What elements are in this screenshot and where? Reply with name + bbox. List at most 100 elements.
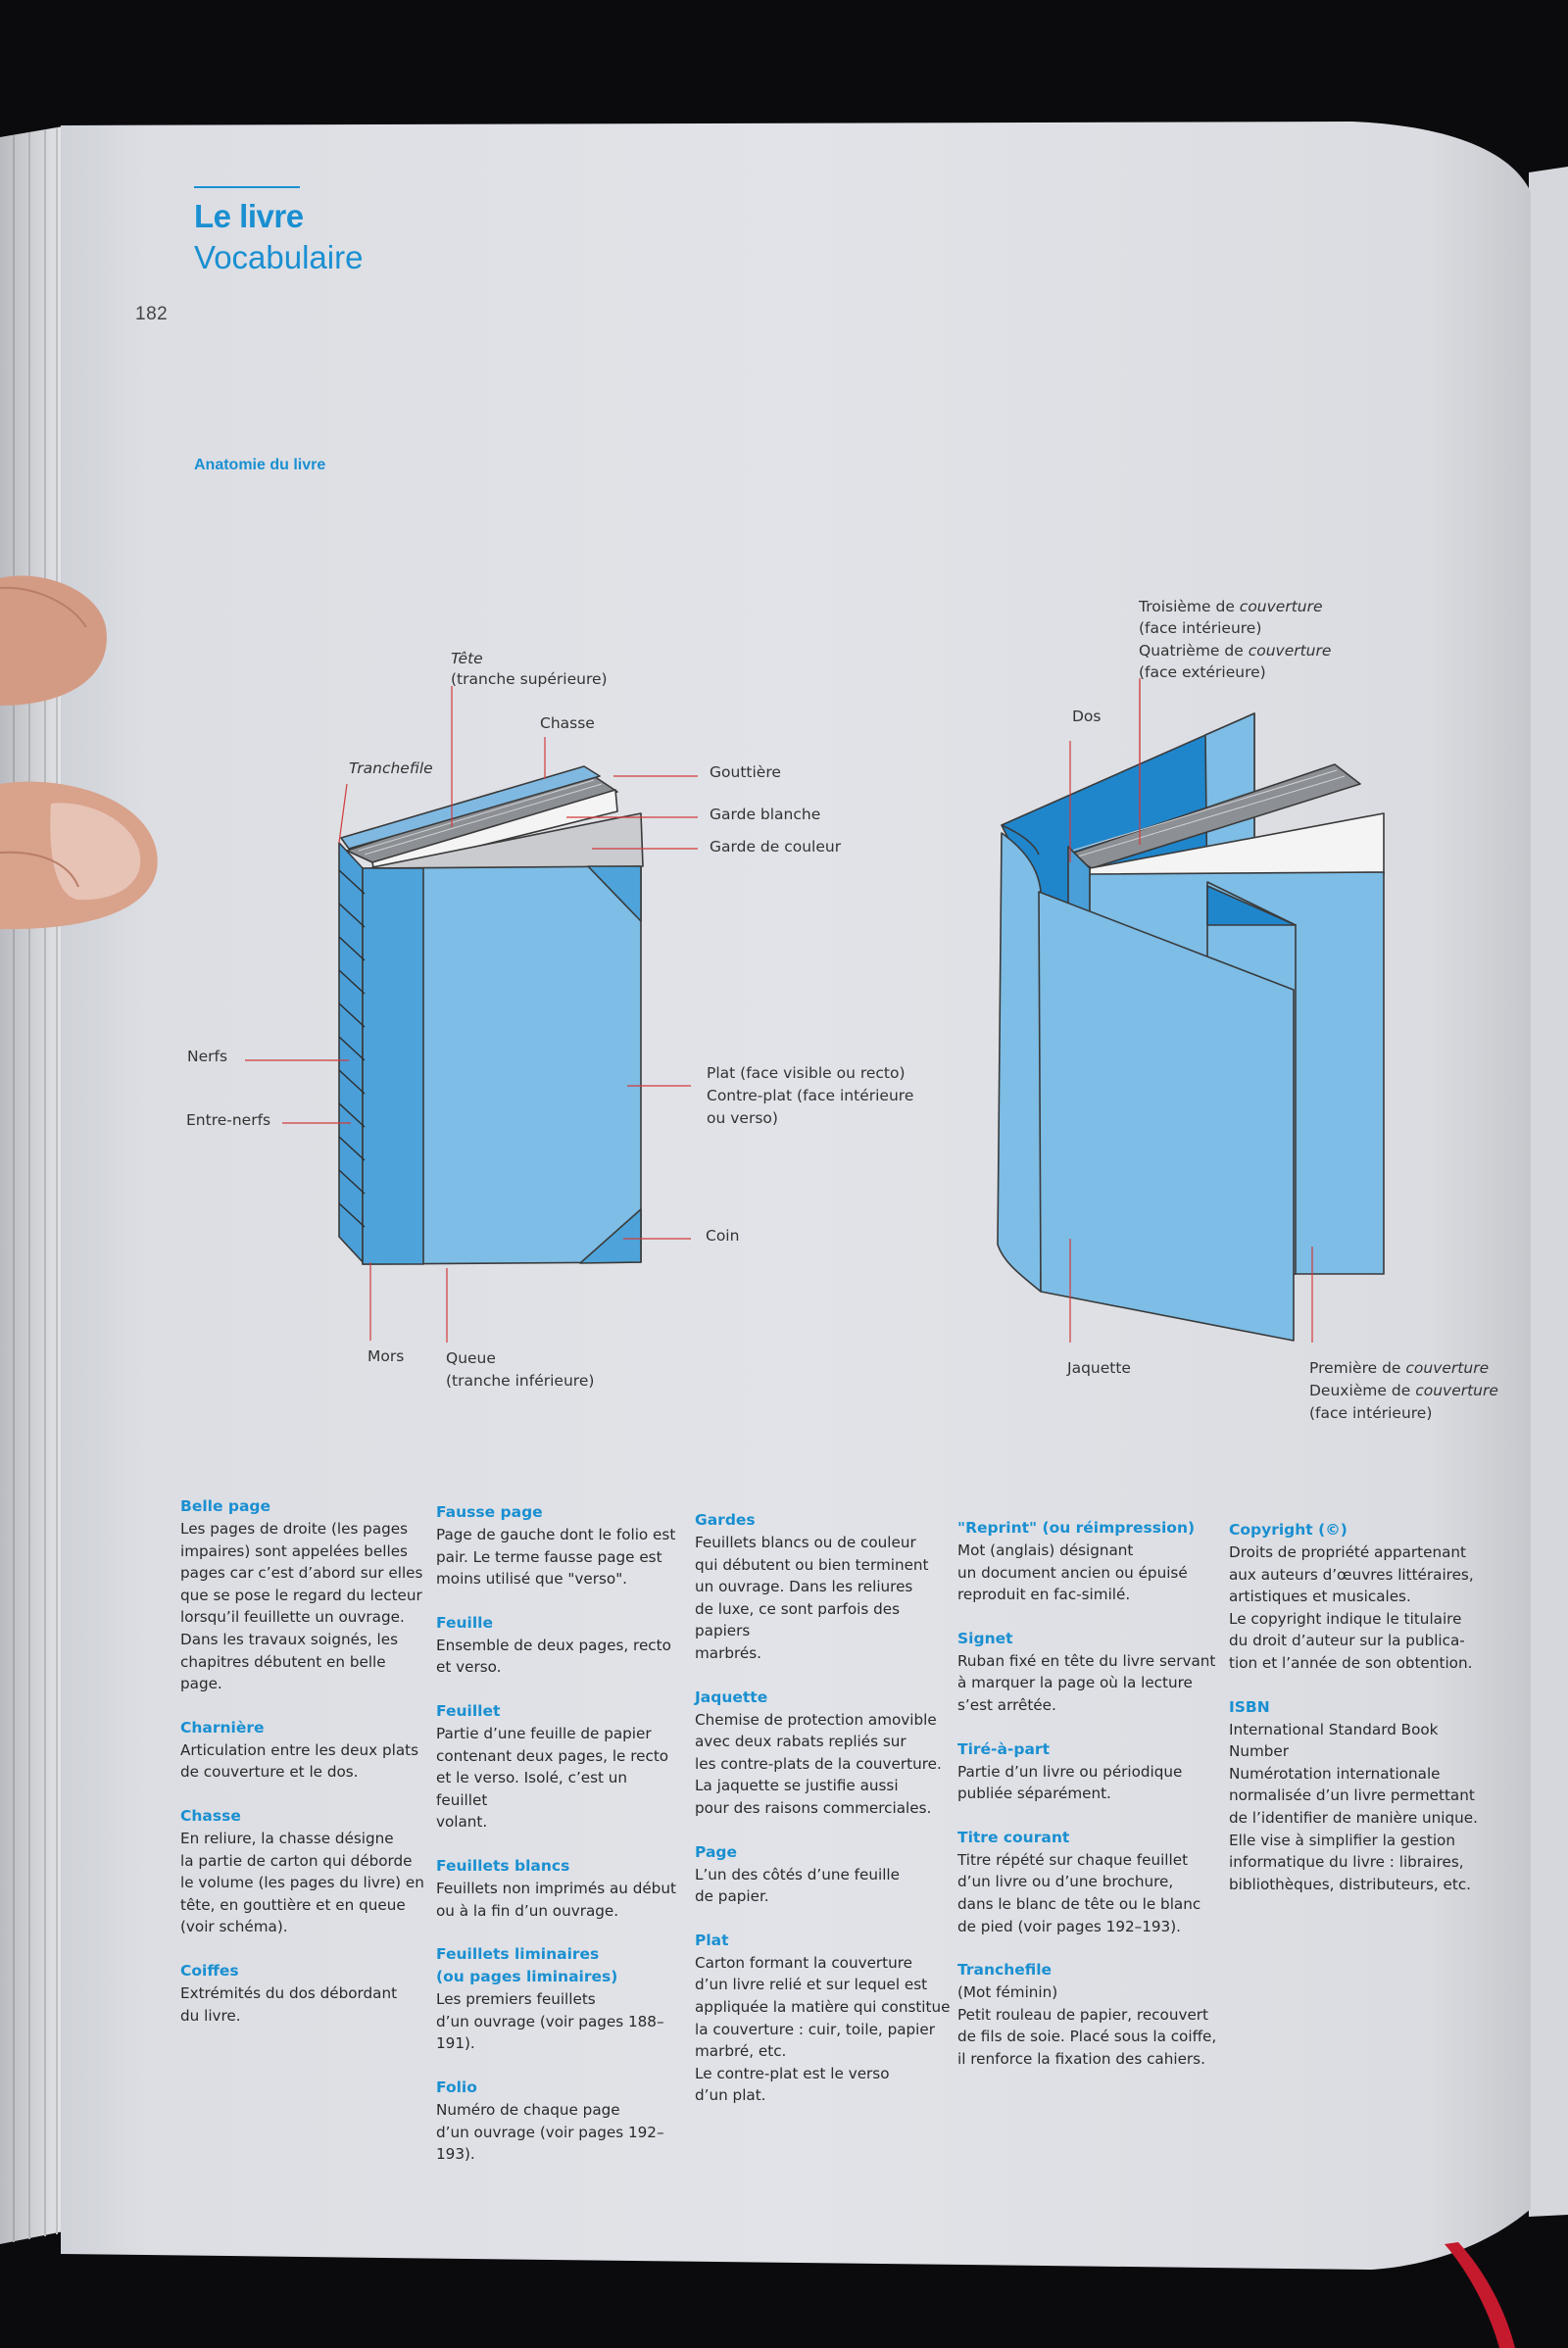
- glossary-term: Charnière: [180, 1718, 265, 1737]
- page-title: Le livre: [194, 198, 304, 234]
- glossary-definition: Page de gauche dont le folio est pair. L…: [436, 1526, 676, 1589]
- glossary-definition: International Standard Book Number Numér…: [1229, 1720, 1478, 1893]
- glossary-entry: Tranchefile (Mot féminin) Petit rouleau d…: [957, 1959, 1222, 2070]
- glossary-term: "Reprint" (ou réimpression): [957, 1519, 1196, 1537]
- spine-bands: [338, 869, 366, 1228]
- glossary-term: Signet: [957, 1629, 1013, 1647]
- label-plat: Plat (face visible ou recto) Contre-plat…: [707, 1064, 914, 1127]
- page-number: 182: [135, 304, 169, 324]
- label-quatrieme: Quatrième de couverture: [1139, 642, 1332, 660]
- glossary-term: ISBN: [1229, 1697, 1270, 1716]
- book-spine: [338, 842, 366, 1265]
- hinge-strip: [362, 867, 424, 1265]
- corner-top: [587, 865, 642, 922]
- jacket-front-cover: [1038, 891, 1295, 1342]
- glossary-term: Feuille: [436, 1613, 493, 1632]
- label-entre-nerfs: Entre-nerfs: [186, 1111, 271, 1129]
- label-nerfs: Nerfs: [187, 1048, 228, 1065]
- title-rule: [194, 186, 300, 188]
- glossary-definition: Partie d’un livre ou périodique publiée …: [957, 1762, 1183, 1803]
- glossary-definition: En reliure, la chasse désigne la partie …: [180, 1829, 424, 1936]
- glossary-definition: Titre répété sur chaque feuillet d’un li…: [957, 1850, 1201, 1935]
- glossary-entry: Copyright (©) Droits de propriété apparte…: [1229, 1519, 1484, 1675]
- glossary-definition: Les pages de droite (les pages impaires)…: [180, 1520, 423, 1693]
- glossary-term: Titre courant: [957, 1828, 1070, 1846]
- label-quatrieme-sub: (face extérieure): [1139, 663, 1266, 681]
- glossary-definition: (Mot féminin) Petit rouleau de papier, r…: [957, 1983, 1217, 2068]
- glossary-term: Page: [695, 1842, 738, 1861]
- label-tete-sub: (tranche supérieure): [451, 670, 608, 688]
- label-coin: Coin: [706, 1227, 740, 1245]
- label-dos: Dos: [1072, 708, 1102, 725]
- label-premiere: Première de couverture: [1309, 1359, 1490, 1377]
- glossary-term: Chasse: [180, 1806, 241, 1825]
- glossary-entry: Feuillets liminaires (ou pages liminaire…: [436, 1943, 681, 2055]
- glossary-column-5: Copyright (©) Droits de propriété apparte…: [1229, 1519, 1484, 1917]
- glossary-definition: Droits de propriété appartenant aux aute…: [1229, 1543, 1474, 1672]
- glossary-definition: Numéro de chaque page d’un ouvrage (voir…: [436, 2100, 664, 2164]
- glossary-term: Tranchefile: [957, 1961, 1053, 1980]
- glossary-definition: Ruban fixé en tête du livre servant à ma…: [957, 1651, 1216, 1714]
- glossary-term: Feuillets blancs: [436, 1856, 570, 1875]
- glossary-definition: Chemise de protection amovible avec deux…: [695, 1710, 942, 1817]
- page-subtitle: Vocabulaire: [194, 239, 364, 275]
- glossary-definition: L’un des côtés d’une feuille de papier.: [695, 1865, 900, 1906]
- label-jaquette: Jaquette: [1067, 1359, 1131, 1377]
- label-tete: Tête: [451, 650, 483, 667]
- glossary-definition: Articulation entre les deux plats de cou…: [180, 1740, 418, 1782]
- label-tranchefile: Tranchefile: [349, 759, 433, 777]
- glossary-definition: Partie d’une feuille de papier contenant…: [436, 1724, 669, 1832]
- glossary-term: Feuillets liminaires (ou pages liminaire…: [436, 1945, 618, 1986]
- label-garde-couleur: Garde de couleur: [710, 838, 842, 856]
- glossary-term: Coiffes: [180, 1961, 239, 1980]
- glossary-definition: Les premiers feuillets d’un ouvrage (voi…: [436, 1990, 664, 2053]
- label-gouttiere: Gouttière: [710, 763, 781, 781]
- corner-bottom: [579, 1208, 642, 1264]
- glossary-definition: Ensemble de deux pages, recto et verso.: [436, 1636, 671, 1677]
- label-queue: Queue (tranche inférieure): [446, 1349, 595, 1390]
- label-face-interieure: (face intérieure): [1309, 1404, 1433, 1422]
- glossary-definition: Feuillets non imprimés au début ou à la …: [436, 1879, 676, 1920]
- glossary-entry: "Reprint" (ou réimpression)Mot (anglais)…: [957, 1517, 1222, 1606]
- glossary-definition: Carton formant la couverture d’un livre …: [695, 1953, 951, 2105]
- glossary-term: Feuillet: [436, 1701, 501, 1720]
- label-troisieme-sub: (face intérieure): [1139, 619, 1262, 637]
- glossary-term: Folio: [436, 2078, 477, 2096]
- label-troisieme: Troisième de couverture: [1139, 598, 1323, 615]
- glossary-term: Tiré-à-part: [957, 1739, 1050, 1758]
- glossary-term: Copyright (©): [1229, 1521, 1348, 1539]
- glossary-entry: Chasse En reliure, la chasse désigne la p…: [180, 1805, 425, 1938]
- leader-lines-left: [245, 686, 698, 1343]
- glossary-term: Belle page: [180, 1497, 271, 1515]
- glossary-column-4: "Reprint" (ou réimpression)Mot (anglais)…: [957, 1517, 1222, 2092]
- glossary-definition: Extrémités du dos débordant du livre.: [180, 1983, 398, 2025]
- section-title: Anatomie du livre: [194, 457, 326, 473]
- leader-lines-right: [1069, 678, 1313, 1343]
- label-mors: Mors: [368, 1347, 405, 1365]
- label-chasse: Chasse: [540, 714, 595, 732]
- glossary-entry: ISBN International Standard Book Number N…: [1229, 1696, 1484, 1896]
- label-deuxieme: Deuxième de couverture: [1309, 1382, 1498, 1399]
- label-garde-blanche: Garde blanche: [710, 806, 821, 823]
- glossary-definition: Feuillets blancs ou de couleur qui début…: [695, 1534, 929, 1662]
- glossary-term: Fausse page: [436, 1503, 543, 1521]
- glossary-term: Gardes: [695, 1511, 756, 1529]
